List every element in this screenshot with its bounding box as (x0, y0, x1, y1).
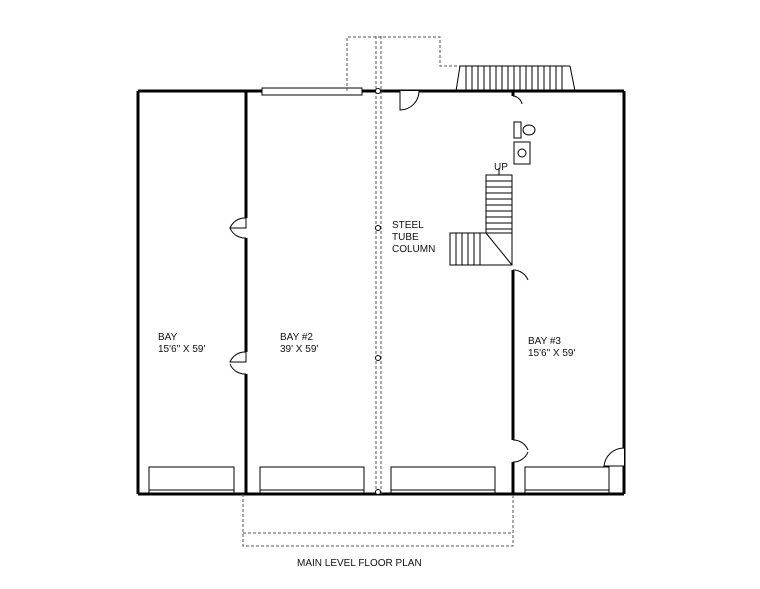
top-overhead-door (261, 87, 363, 96)
column-line (375, 36, 382, 495)
swing-doors (229, 90, 625, 467)
column-label-line-1: STEEL (392, 220, 424, 231)
column-label-line-3: COLUMN (392, 244, 435, 255)
bay-3-size: 15'6" X 59' (528, 348, 575, 359)
washroom-fixtures (513, 121, 536, 165)
bay-2-name: BAY #2 (280, 332, 313, 343)
column-label-line-2: TUBE (392, 232, 419, 243)
interior-walls (244, 91, 515, 494)
stairs (449, 168, 513, 266)
rear-porch-outline (346, 36, 576, 92)
bay-3-name: BAY #3 (528, 336, 561, 347)
garage-doors (148, 466, 610, 495)
stair-up-label: UP (494, 162, 508, 173)
plan-title: MAIN LEVEL FLOOR PLAN (297, 558, 422, 569)
bay-left-name: BAY (158, 332, 178, 343)
bay-2-size: 39' X 59' (280, 344, 318, 355)
bay-left-size: 15'6" X 59' (158, 344, 205, 355)
front-apron-outline (242, 494, 514, 547)
